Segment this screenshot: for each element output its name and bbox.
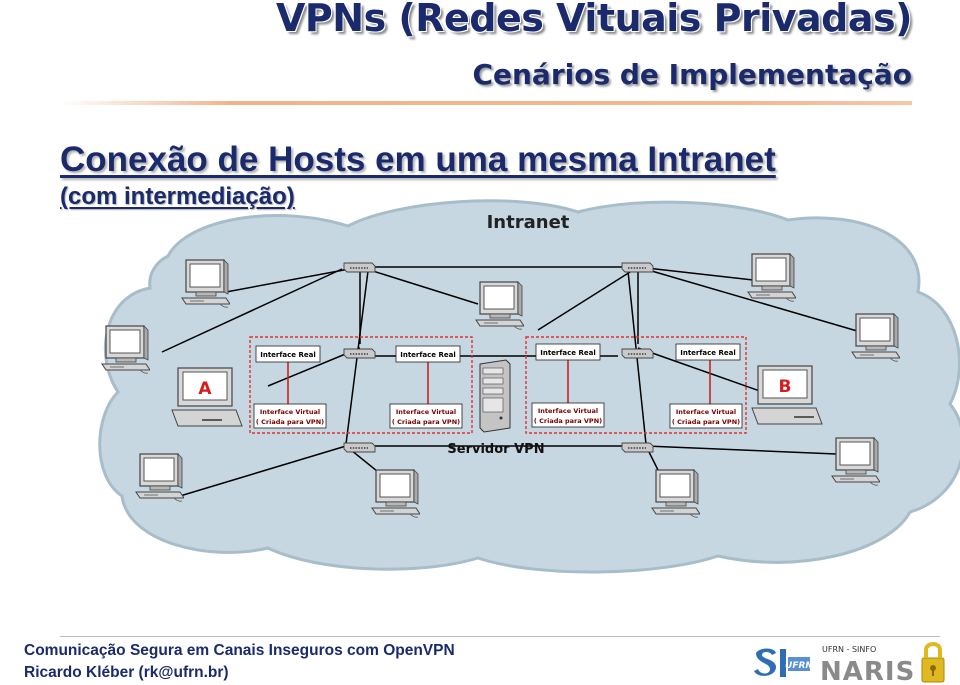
computer-icon: [851, 313, 900, 362]
computer-icon: [831, 437, 880, 486]
server-label: Servidor VPN: [447, 442, 544, 457]
interface-virtual-note-4: ( Criada para VPN): [672, 418, 740, 426]
computer-icon: [475, 281, 524, 330]
computer-icon: [651, 469, 700, 518]
slide-subtitle: Cenários de Implementação: [472, 58, 912, 91]
computer-icon: [747, 253, 796, 302]
host-a-label: A: [198, 379, 212, 399]
interface-virtual-note-3: ( Criada para VPN): [534, 417, 602, 425]
vpn-interface-boxes: [249, 336, 747, 434]
interface-real-label-4: Interface Real: [680, 349, 736, 357]
interface-virtual-labels: Interface Virtual ( Criada para VPN) Int…: [253, 402, 743, 429]
interface-virtual-note-1: ( Criada para VPN): [256, 418, 324, 426]
svg-text:NARIS: NARIS: [820, 657, 915, 685]
interface-real-label-1: Interface Real: [260, 351, 316, 359]
host-a: A: [171, 367, 243, 427]
vpn-server: [479, 359, 511, 433]
host-b: B: [751, 365, 823, 425]
hub-icon: [343, 348, 376, 359]
computer-icon: [135, 453, 184, 502]
svg-text:UFRN: UFRN: [785, 661, 812, 671]
section-subheading: (com intermediação): [60, 183, 295, 210]
interface-virtual-note-2: ( Criada para VPN): [392, 418, 460, 426]
intranet-cloud: [98, 199, 960, 574]
title-divider: [60, 101, 912, 105]
hub-icon: [343, 442, 376, 453]
si-ufrn-logo: UFRN: [752, 645, 812, 683]
vpn-diagram: Intranet Interface Real: [98, 199, 960, 574]
interface-virtual-label-1: Interface Virtual: [260, 408, 320, 416]
computer-icon: [181, 259, 230, 308]
hub-icon: [621, 348, 654, 359]
section-heading: Conexão de Hosts em uma mesma Intranet: [60, 140, 776, 179]
computer-icon: [371, 469, 420, 518]
slide-title: VPNs (Redes Vituais Privadas): [276, 0, 913, 40]
interface-real-label-2: Interface Real: [400, 351, 456, 359]
hub-icon: [343, 262, 376, 273]
interface-virtual-label-2: Interface Virtual: [396, 408, 456, 416]
naris-logo: UFRN - SINFO NARIS: [820, 642, 945, 685]
footer-divider: [60, 636, 940, 637]
footer-course: Comunicação Segura em Canais Inseguros c…: [24, 642, 455, 659]
hub-icon: [621, 442, 654, 453]
red-interface-links: [287, 360, 711, 404]
host-b-label: B: [779, 377, 792, 397]
footer-author: Ricardo Kléber (rk@ufrn.br): [24, 664, 229, 681]
interface-real-label-3: Interface Real: [540, 349, 596, 357]
interface-real-labels: Interface Real Interface Real Interface …: [255, 343, 741, 363]
hub-icon: [621, 262, 654, 273]
cloud-label: Intranet: [487, 212, 570, 233]
svg-text:UFRN - SINFO: UFRN - SINFO: [822, 645, 876, 654]
interface-virtual-label-4: Interface Virtual: [676, 408, 736, 416]
interface-virtual-label-3: Interface Virtual: [538, 407, 598, 415]
computer-icon: [101, 325, 150, 374]
